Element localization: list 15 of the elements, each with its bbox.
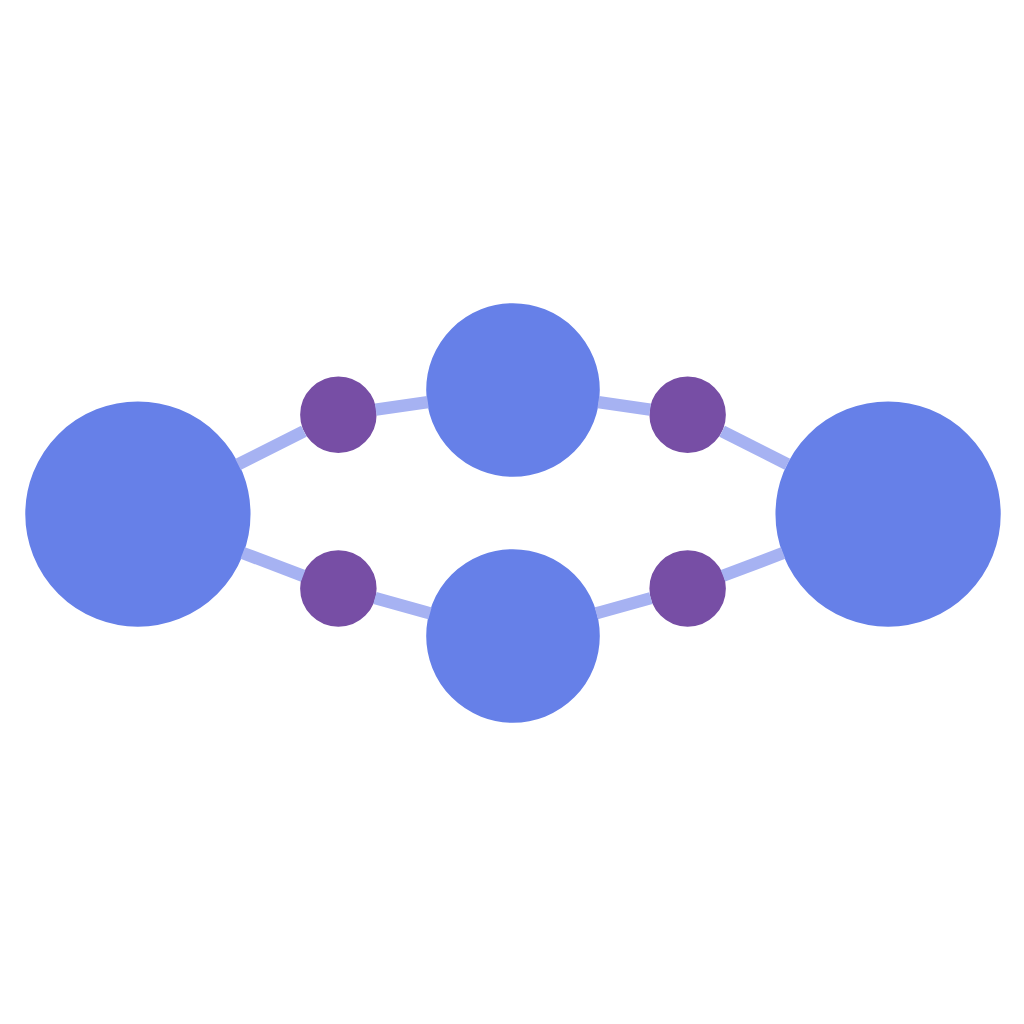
node-circle [299, 549, 376, 626]
node-circle [24, 400, 250, 626]
connector [234, 424, 306, 469]
node-circle [774, 400, 1000, 626]
connector [593, 591, 652, 619]
node-circle [648, 549, 725, 626]
node-circle [425, 302, 599, 476]
node-circle [425, 548, 599, 722]
connector [373, 395, 428, 415]
node-circle [648, 375, 725, 453]
connector [719, 546, 785, 581]
connector [718, 424, 790, 469]
connector [239, 546, 305, 581]
connector [372, 591, 431, 619]
node-circle [299, 375, 376, 453]
